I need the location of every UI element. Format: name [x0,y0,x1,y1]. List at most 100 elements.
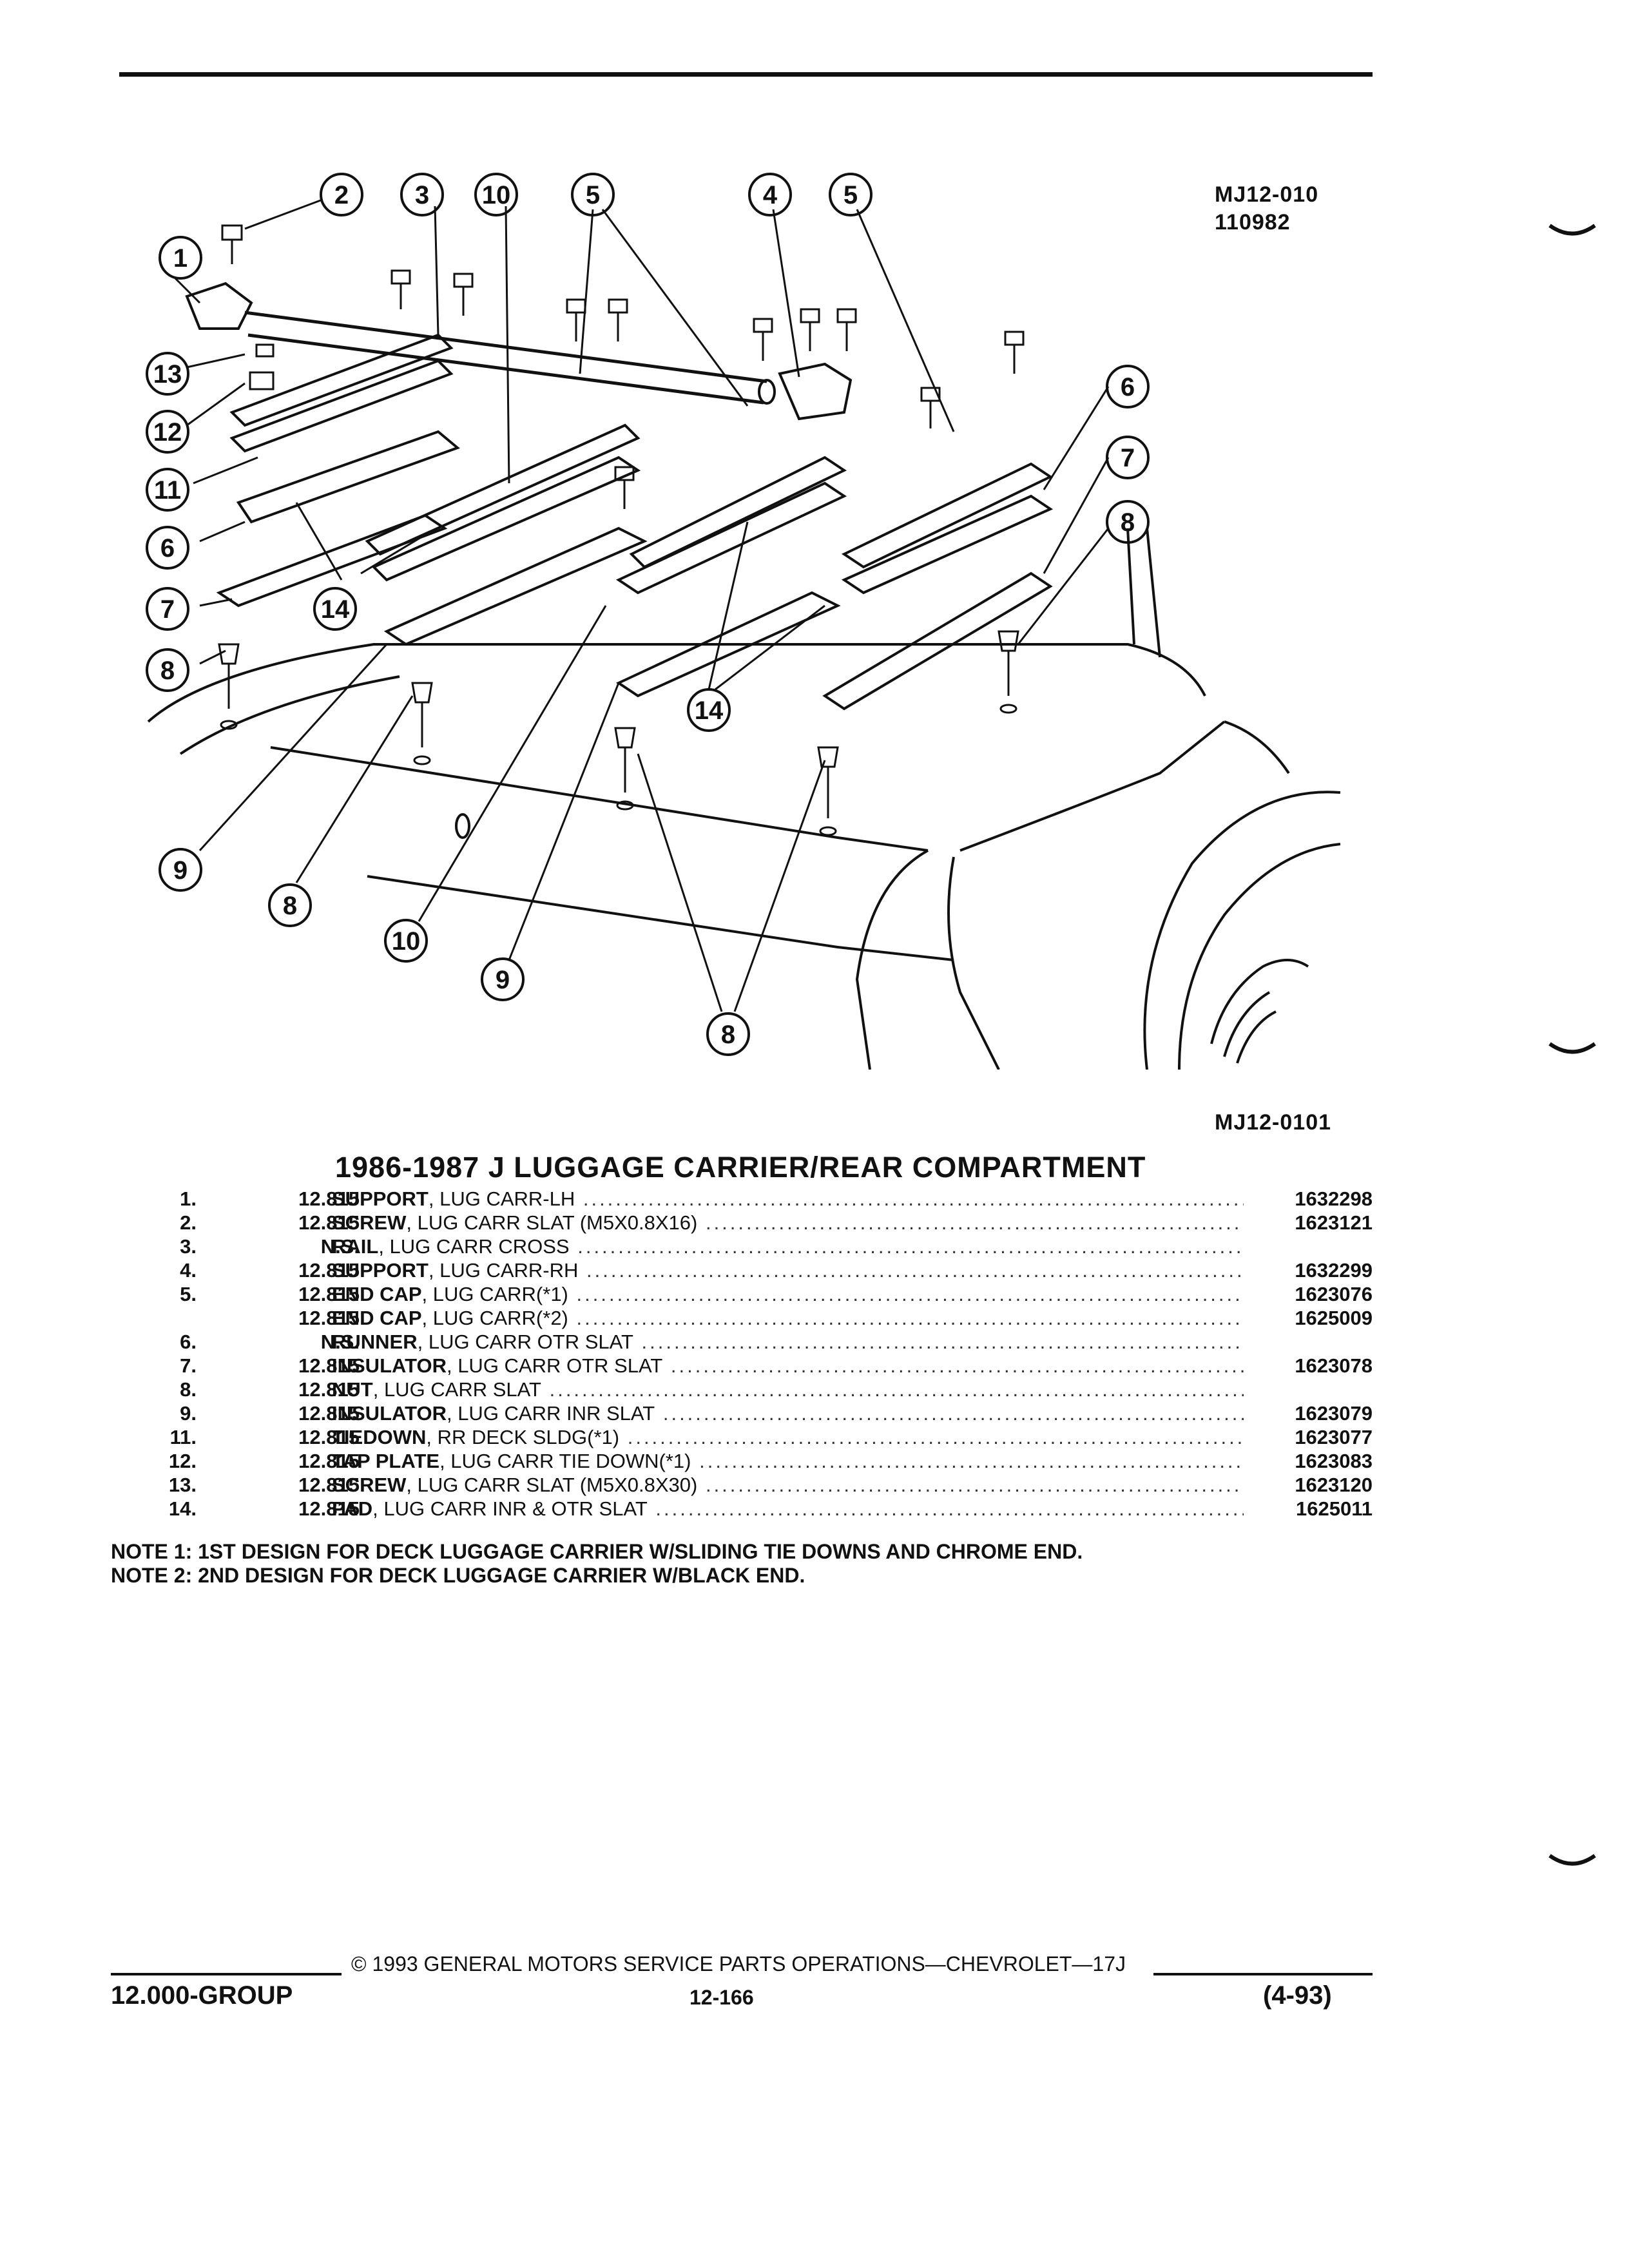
item-number: 13. [168,1474,197,1496]
svg-text:10: 10 [482,181,511,209]
callout-1-label: 1 [173,244,188,273]
item-number: 9. [180,1402,197,1425]
svg-text:7: 7 [1121,444,1135,472]
item-description: INSULATOR, LUG CARR OTR SLAT ...........… [332,1354,1244,1378]
item-description: SUPPORT, LUG CARR-RH ...................… [332,1258,1244,1282]
item-number: 5. [180,1283,197,1305]
item-detail: , LUG CARR(*2) [421,1307,568,1329]
diagram-date: 110982 [1215,210,1291,235]
callout-8d [706,1012,750,1056]
footer-rule-right [1153,1973,1373,1975]
item-number: 6. [180,1331,197,1353]
item-number: 2. [180,1211,197,1234]
cross-rail [185,282,853,421]
item-description: PAD, LUG CARR INR & OTR SLAT ...........… [332,1497,1244,1521]
part-number: 1632298 [1295,1187,1373,1210]
note-2: NOTE 2: 2ND DESIGN FOR DECK LUGGAGE CARR… [111,1564,805,1587]
group-number: 12.815 [298,1307,360,1329]
page-title: 1986-1987 J LUGGAGE CARRIER/REAR COMPART… [335,1151,1146,1184]
diagram-ref: MJ12-010 [1215,182,1319,207]
note-1: NOTE 1: 1ST DESIGN FOR DECK LUGGAGE CARR… [111,1540,1083,1563]
svg-text:2: 2 [334,181,349,209]
item-name: END CAP [332,1283,422,1305]
item-description: TAP PLATE, LUG CARR TIE DOWN(*1) .......… [332,1449,1244,1473]
callouts: 1 2 3 10 5 4 5 13 12 11 6 7 8 14 6 7 8 1… [146,173,1150,1056]
item-name: END CAP [332,1307,422,1329]
leader-lines [173,198,1110,1012]
item-detail: , LUG CARR INR SLAT [446,1402,655,1425]
illustration-ref: MJ12-0101 [1215,1110,1332,1135]
top-rule [119,72,1373,77]
callout-10b [384,919,428,963]
svg-text:6: 6 [1121,373,1135,401]
footer-group: 12.000-GROUP [111,1981,293,2010]
leader-dots: ........................................… [705,1474,1244,1496]
svg-text:7: 7 [160,595,175,624]
footer-rule-left [111,1973,342,1975]
svg-text:8: 8 [283,892,297,920]
parts-row: 3. N.S. RAIL, LUG CARR CROSS ...........… [155,1235,1373,1258]
parts-row: 6. N.S. RUNNER, LUG CARR OTR SLAT ......… [155,1330,1373,1354]
leader-dots: ........................................… [662,1402,1244,1425]
item-detail: , LUG CARR SLAT (M5X0.8X30) [406,1474,698,1496]
fasteners [218,224,1025,836]
item-description: END CAP, LUG CARR(*1) ..................… [332,1282,1244,1306]
item-description: SCREW, LUG CARR SLAT (M5X0.8X30) .......… [332,1473,1244,1497]
parts-row: 2. 12.815 SCREW, LUG CARR SLAT (M5X0.8X1… [155,1211,1373,1235]
item-number: 14. [168,1497,197,1520]
item-description: RUNNER, LUG CARR OTR SLAT ..............… [332,1330,1244,1354]
item-description: RAIL, LUG CARR CROSS ...................… [332,1235,1244,1258]
part-number: 1623078 [1295,1354,1373,1377]
parts-row: 12. 12.815 TAP PLATE, LUG CARR TIE DOWN(… [155,1449,1373,1473]
slats [216,333,1054,711]
leader-dots: ........................................… [549,1378,1244,1401]
item-detail: , LUG CARR SLAT (M5X0.8X16) [406,1211,698,1234]
item-name: RAIL [332,1235,379,1258]
part-number: 1625009 [1295,1307,1373,1329]
group-number: 12.815 [298,1259,360,1282]
item-number: 4. [180,1259,197,1282]
footer-page-number: 12-166 [689,1986,754,2009]
callout-5b [829,173,872,216]
part-number: 1623076 [1295,1283,1373,1305]
item-description: NUT, LUG CARR SLAT .....................… [332,1378,1244,1401]
item-number: 8. [180,1378,197,1401]
item-number: 1. [180,1187,197,1210]
leader-dots: ........................................… [577,1235,1244,1258]
item-name: SCREW [332,1211,407,1234]
parts-row: 7. 12.815 INSULATOR, LUG CARR OTR SLAT .… [155,1354,1373,1378]
item-description: SCREW, LUG CARR SLAT (M5X0.8X16) .......… [332,1211,1244,1235]
parts-row: 9. 12.815 INSULATOR, LUG CARR INR SLAT .… [155,1401,1373,1425]
item-number: 12. [168,1450,197,1472]
leader-dots: ........................................… [699,1450,1244,1472]
item-detail: , LUG CARR-RH [428,1259,579,1282]
callout-8b [1106,500,1150,544]
svg-text:13: 13 [153,360,182,389]
item-detail: , RR DECK SLDG(*1) [426,1426,620,1448]
callout-8 [146,648,189,692]
svg-text:3: 3 [415,181,429,209]
item-number: 7. [180,1354,197,1377]
item-detail: , LUG CARR(*1) [421,1283,568,1305]
callout-10 [474,173,518,216]
parts-row: 12.815 END CAP, LUG CARR(*2) ...........… [155,1306,1373,1330]
group-number: 12.815 [298,1187,360,1210]
item-name: SCREW [332,1474,407,1496]
svg-text:5: 5 [843,181,858,209]
leader-dots: ........................................… [627,1426,1244,1448]
part-number: 1623077 [1295,1426,1373,1448]
svg-text:9: 9 [173,856,188,885]
item-detail: , LUG CARR SLAT [372,1378,541,1401]
svg-text:10: 10 [392,927,421,956]
callout-6b [1106,365,1150,408]
svg-text:8: 8 [721,1021,735,1049]
item-name: SUPPORT [332,1259,429,1282]
callout-14b [687,688,731,732]
leader-dots: ........................................… [655,1497,1244,1520]
item-name: RUNNER [332,1331,418,1353]
footer-date: (4-93) [1263,1981,1332,2010]
item-detail: , LUG CARR TIE DOWN(*1) [439,1450,691,1472]
part-number: 1625011 [1296,1497,1373,1520]
svg-text:14: 14 [695,697,724,725]
parts-row: 1. 12.815 SUPPORT, LUG CARR-LH .........… [155,1187,1373,1211]
